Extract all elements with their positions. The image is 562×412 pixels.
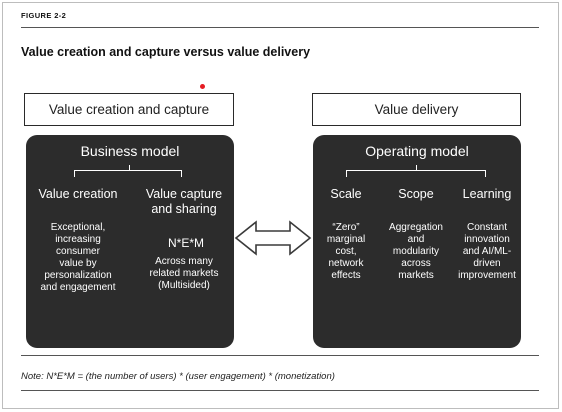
scope-heading: Scope — [398, 187, 434, 201]
text-line: innovation — [464, 234, 510, 245]
text-line: marginal — [326, 234, 366, 245]
top-rule — [21, 27, 539, 28]
business-model-bracket-stem — [129, 165, 130, 170]
text-line: value by — [59, 258, 97, 269]
text-line: and — [407, 234, 425, 245]
text-line: increasing — [55, 234, 101, 245]
text-line: markets — [398, 270, 434, 281]
business-model-box: Business model Value creation Value capt… — [26, 135, 234, 348]
value-delivery-label: Value delivery — [374, 102, 459, 117]
text-line: (Multisided) — [158, 280, 210, 291]
value-capture-heading: Value capture and sharing — [132, 187, 236, 217]
learning-text: Constant innovation and AI/ML- driven im… — [453, 222, 521, 282]
operating-model-title: Operating model — [365, 143, 469, 159]
text-line: “Zero” — [332, 222, 360, 233]
text-line: Aggregation — [389, 222, 443, 233]
value-delivery-header: Value delivery — [312, 93, 521, 126]
business-model-title: Business model — [80, 143, 180, 159]
double-headed-arrow-icon — [234, 220, 312, 256]
value-creation-heading: Value creation — [38, 187, 118, 201]
nem-formula: N*E*M — [167, 236, 204, 250]
text-line: network — [328, 258, 364, 269]
operating-model-box: Operating model Scale Scope Learning “Ze… — [313, 135, 521, 348]
text-line: Across many — [155, 256, 213, 267]
text-line: and engagement — [40, 282, 116, 293]
text-line: consumer — [56, 246, 100, 257]
value-capture-heading-line-1: Value capture — [145, 187, 223, 201]
text-line: across — [401, 258, 431, 269]
text-line: and AI/ML- — [462, 246, 512, 257]
value-capture-heading-line-2: and sharing — [151, 202, 217, 216]
operating-model-bracket — [346, 170, 486, 177]
red-dot-marker — [200, 84, 205, 89]
figure-label: FIGURE 2-2 — [21, 11, 67, 20]
operating-model-bracket-stem — [416, 165, 417, 170]
figure-frame — [2, 2, 559, 409]
text-line: Constant — [466, 222, 508, 233]
figure-note: Note: N*E*M = (the number of users) * (u… — [21, 371, 335, 382]
scale-heading: Scale — [330, 187, 362, 201]
business-model-bracket — [74, 170, 182, 177]
value-creation-text: Exceptional, increasing consumer value b… — [26, 222, 130, 294]
value-creation-capture-label: Value creation and capture — [48, 102, 210, 117]
text-line: modularity — [392, 246, 440, 257]
note-separator — [21, 355, 539, 356]
text-line: personalization — [44, 270, 112, 281]
text-line: related markets — [149, 268, 219, 279]
value-capture-text: Across many related markets (Multisided) — [132, 256, 236, 292]
scale-text: “Zero” marginal cost, network effects — [313, 222, 379, 282]
bottom-rule — [21, 390, 539, 391]
text-line: cost, — [335, 246, 357, 257]
text-line: effects — [331, 270, 361, 281]
text-line: improvement — [458, 270, 516, 281]
figure-title: Value creation and capture versus value … — [21, 45, 311, 59]
scope-text: Aggregation and modularity across market… — [379, 222, 453, 282]
learning-heading: Learning — [462, 187, 512, 201]
text-line: Exceptional, — [50, 222, 106, 233]
text-line: driven — [473, 258, 501, 269]
value-creation-capture-header: Value creation and capture — [24, 93, 234, 126]
